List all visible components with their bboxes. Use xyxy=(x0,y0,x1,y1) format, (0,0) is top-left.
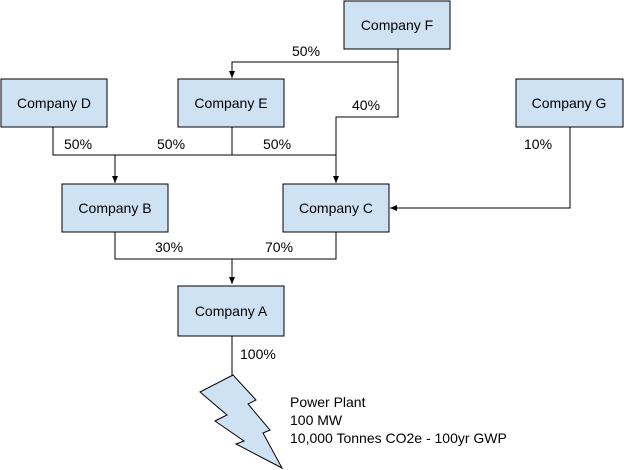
power-plant-capacity: 100 MW xyxy=(290,412,343,428)
company-f-label: Company F xyxy=(361,17,433,33)
company-e-box xyxy=(177,78,285,128)
company-a-box xyxy=(177,285,285,337)
power-plant-emissions: 10,000 Tonnes CO2e - 100yr GWP xyxy=(290,430,507,446)
connector-d-to-bus xyxy=(52,127,115,156)
company-d-label: Company D xyxy=(17,95,91,111)
label-e-to-b: 50% xyxy=(157,136,185,152)
label-e-to-c: 50% xyxy=(263,136,291,152)
company-d-node: Company D xyxy=(0,78,108,128)
label-c-to-a: 70% xyxy=(265,239,293,255)
ownership-labels: 50% 40% 50% 50% 50% 10% 30% 70% 100% xyxy=(64,43,552,362)
connectors xyxy=(52,49,571,375)
company-c-box xyxy=(282,183,390,233)
label-a-to-plant: 100% xyxy=(240,346,276,362)
company-c-node: Company C xyxy=(282,183,390,233)
company-g-box xyxy=(515,78,624,128)
label-b-to-a: 30% xyxy=(155,239,183,255)
connector-f-to-c xyxy=(333,62,399,183)
company-b-label: Company B xyxy=(78,200,151,216)
label-d-to-b: 50% xyxy=(64,136,92,152)
connector-bus-to-b xyxy=(115,154,232,183)
company-e-label: Company E xyxy=(194,95,267,111)
company-c-label: Company C xyxy=(299,200,373,216)
connector-g-to-c xyxy=(390,127,571,211)
lightning-bolt-icon xyxy=(199,374,284,470)
company-e-node: Company E xyxy=(177,78,285,128)
power-plant-name: Power Plant xyxy=(290,394,366,410)
company-a-label: Company A xyxy=(195,303,268,319)
company-f-box xyxy=(343,0,451,50)
label-g-to-c: 10% xyxy=(524,136,552,152)
company-f-node: Company F xyxy=(343,0,451,50)
company-d-box xyxy=(0,78,108,128)
company-a-node: Company A xyxy=(177,285,285,337)
connector-b-to-bus xyxy=(114,232,337,260)
company-b-box xyxy=(61,183,169,233)
company-g-node: Company G xyxy=(515,78,624,128)
company-g-label: Company G xyxy=(532,95,607,111)
power-plant-info: Power Plant 100 MW 10,000 Tonnes CO2e - … xyxy=(290,394,507,446)
company-b-node: Company B xyxy=(61,183,169,233)
label-f-to-e: 50% xyxy=(292,43,320,59)
connector-f-to-e xyxy=(229,49,399,78)
label-f-to-c: 40% xyxy=(352,97,380,113)
